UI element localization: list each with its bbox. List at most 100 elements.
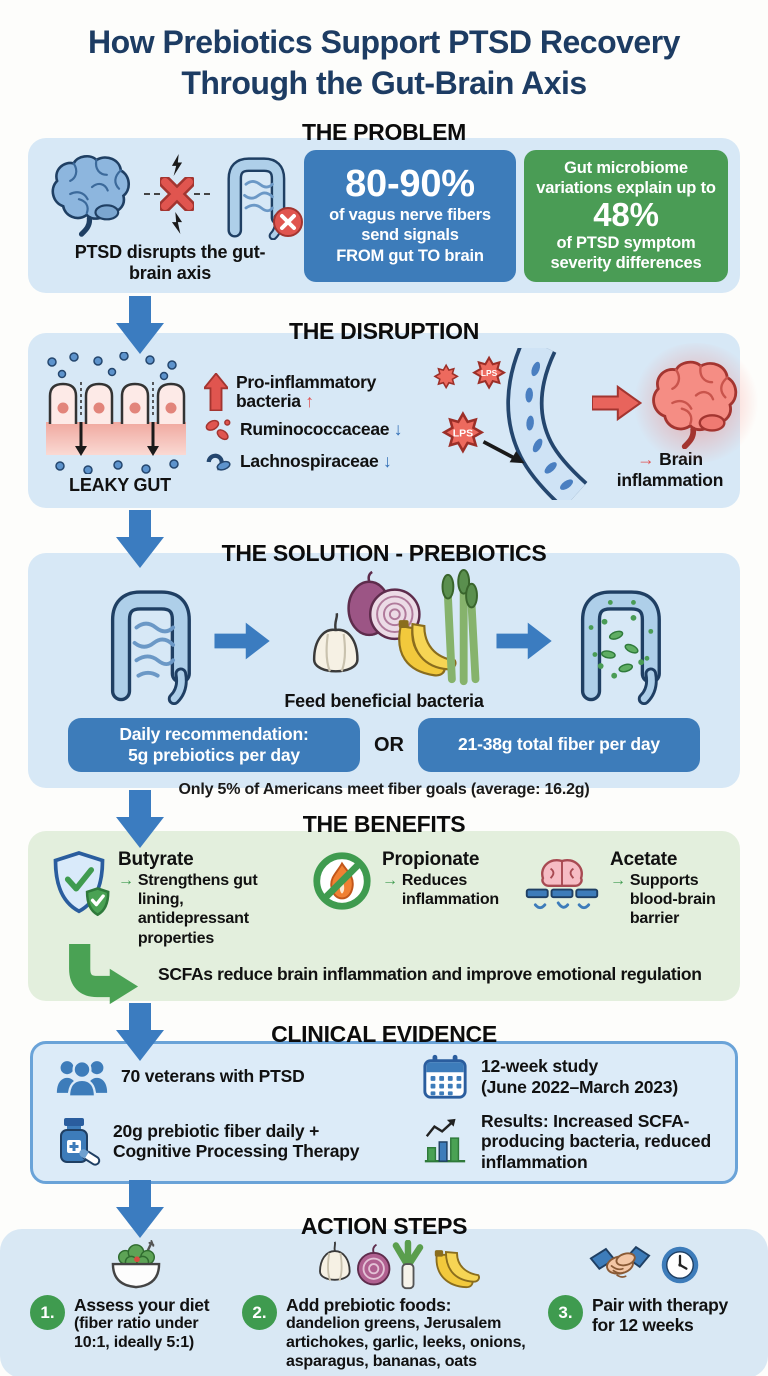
step-detail: dandelion greens, Jerusalem artichokes, … bbox=[286, 1315, 526, 1370]
evidence-item: 70 veterans with PTSD bbox=[55, 1053, 421, 1101]
recommendation-2: 21-38g total fiber per day bbox=[458, 734, 660, 755]
action-step: 1. Assess your diet (fiber ratio under 1… bbox=[30, 1239, 242, 1376]
benefit-item: Butyrate → Strengthens gut lining, antid… bbox=[48, 849, 310, 948]
page-title-line1: How Prebiotics Support PTSD Recovery bbox=[88, 24, 680, 60]
brain-barrier-icon bbox=[522, 849, 602, 913]
bacteria-change-list: Pro-inflammatory bacteria ↑ Ruminococcac… bbox=[204, 367, 416, 481]
action-step: 3. Pair with therapy for 12 weeks bbox=[548, 1239, 742, 1376]
list-item: Pro-inflammatory bacteria ↑ bbox=[204, 371, 416, 411]
evidence-card: 70 veterans with PTSD 12-week study(June… bbox=[30, 1041, 738, 1184]
fiber-recommendation-pill: 21-38g total fiber per day bbox=[418, 718, 700, 772]
shield-check-icon bbox=[48, 849, 110, 919]
problem-card: PTSD disrupts the gut-brain axis 80-90% … bbox=[28, 138, 740, 293]
action-heading: ACTION STEPS bbox=[300, 1213, 468, 1239]
down-arrow-glyph: ↓ bbox=[383, 451, 392, 472]
solution-card: Feed beneficial bacteria bbox=[28, 553, 740, 798]
benefits-summary: SCFAs reduce brain inflammation and impr… bbox=[158, 964, 702, 985]
microbiome-stat-intro: Gut microbiome variations explain up to bbox=[536, 158, 716, 198]
evidence-text: veterans with PTSD bbox=[140, 1066, 305, 1087]
evidence-bold: 70 bbox=[121, 1066, 141, 1087]
evidence-heading: CLINICAL EVIDENCE bbox=[271, 1021, 497, 1047]
step-number-badge: 2. bbox=[242, 1295, 277, 1330]
evidence-bold: 20g bbox=[113, 1120, 143, 1141]
step-title: Assess your diet bbox=[74, 1295, 210, 1315]
right-arrow-icon bbox=[214, 618, 272, 664]
benefit-item: Propionate → Reduces inflammation bbox=[310, 849, 522, 948]
evidence-bold: Results: bbox=[481, 1110, 549, 1131]
problem-heading: THE PROBLEM bbox=[301, 119, 467, 145]
no-inflammation-icon bbox=[310, 849, 374, 913]
benefits-heading: THE BENEFITS bbox=[302, 811, 466, 837]
problem-caption: PTSD disrupts the gut-brain axis bbox=[74, 242, 266, 283]
up-arrow-glyph: ↑ bbox=[305, 390, 314, 411]
vagus-stat-text: of vagus nerve fibers bbox=[329, 206, 491, 225]
disruption-heading: THE DISRUPTION bbox=[288, 318, 480, 344]
step-number-badge: 3. bbox=[548, 1295, 583, 1330]
step-title: Pair with therapy for 12 weeks bbox=[592, 1295, 728, 1336]
microbiome-stat-value: 48% bbox=[593, 196, 659, 234]
benefit-description: Strengthens gut lining, antidepressant p… bbox=[137, 872, 258, 947]
page-title: How Prebiotics Support PTSD Recovery Thr… bbox=[0, 0, 768, 104]
down-arrow-icon bbox=[116, 1003, 164, 1061]
evidence-text: Increased SCFA-producing bacteria, reduc… bbox=[481, 1110, 711, 1172]
evidence-text: (June 2022–March 2023) bbox=[481, 1076, 678, 1097]
daily-recommendation-pill: Daily recommendation: 5g prebiotics per … bbox=[68, 718, 360, 772]
dashed-line bbox=[194, 193, 210, 196]
benefit-name: Acetate bbox=[610, 849, 678, 870]
gut-icon bbox=[214, 148, 303, 241]
vagus-stat-value: 80-90% bbox=[345, 163, 475, 206]
recommendation-line2: 5g prebiotics per day bbox=[128, 745, 300, 765]
bacteria-change-label: Ruminococcaceae bbox=[240, 419, 390, 440]
action-steps-band: 1. Assess your diet (fiber ratio under 1… bbox=[0, 1229, 768, 1376]
benefit-name: Propionate bbox=[382, 849, 480, 870]
vagus-stat-card: 80-90% of vagus nerve fibers send signal… bbox=[304, 149, 516, 282]
lps-label: LPS bbox=[481, 367, 498, 377]
evidence-bold: 12-week study bbox=[481, 1055, 599, 1076]
gut-icon bbox=[96, 577, 202, 705]
benefit-item: Acetate → Supports blood-brain barrier bbox=[522, 849, 724, 948]
down-arrow-icon bbox=[116, 510, 164, 568]
healthy-gut-icon bbox=[566, 577, 672, 705]
bacteria-blue-icon bbox=[204, 449, 232, 475]
benefit-description: Reduces inflammation bbox=[401, 872, 499, 909]
recommendation-line1: Daily recommendation: bbox=[119, 723, 309, 744]
lps-label: LPS bbox=[453, 427, 473, 439]
error-badge-icon bbox=[272, 206, 304, 238]
benefits-card: Butyrate → Strengthens gut lining, antid… bbox=[28, 831, 740, 1004]
microbiome-stat-outro: of PTSD symptom severity differences bbox=[550, 233, 702, 272]
green-arrow-glyph: → bbox=[610, 872, 626, 889]
bacteria-change-label: Pro-inflammatory bacteria bbox=[236, 371, 377, 411]
green-bent-arrow-icon bbox=[62, 943, 146, 1006]
step-detail: (fiber ratio under 10:1, ideally 5:1) bbox=[74, 1315, 199, 1351]
evidence-item: 20g prebiotic fiber daily + Cognitive Pr… bbox=[55, 1111, 421, 1173]
disruption-card: LEAKY GUT Pro-inflammatory bacteria ↑ bbox=[28, 333, 762, 508]
bacteria-change-label: Lachnospiraceae bbox=[240, 451, 379, 472]
brain-icon bbox=[44, 151, 140, 238]
benefit-description: Supports blood-brain barrier bbox=[629, 872, 716, 928]
red-up-arrow-icon bbox=[204, 372, 228, 411]
bacteria-red-icon bbox=[204, 417, 232, 443]
leaky-gut-icon bbox=[40, 351, 200, 474]
prebiotic-foods-icon bbox=[284, 569, 483, 691]
page-title-line2: Through the Gut-Brain Axis bbox=[181, 65, 587, 101]
or-label: OR bbox=[374, 733, 404, 756]
list-item: Ruminococcaceae ↓ bbox=[204, 417, 416, 443]
list-item: Lachnospiraceae ↓ bbox=[204, 449, 416, 475]
broken-link-icon bbox=[144, 154, 210, 235]
people-group-icon bbox=[55, 1055, 109, 1099]
down-arrow-glyph: ↓ bbox=[393, 419, 403, 440]
right-arrow-icon bbox=[496, 618, 554, 664]
red-arrow-glyph: → bbox=[637, 449, 655, 470]
foods-caption: Feed beneficial bacteria bbox=[284, 691, 484, 711]
red-x-icon bbox=[160, 177, 194, 212]
red-right-arrow-icon bbox=[592, 382, 642, 424]
microbiome-stat-card: Gut microbiome variations explain up to … bbox=[524, 149, 728, 282]
green-arrow-glyph: → bbox=[382, 872, 398, 889]
step-title: Add prebiotic foods: bbox=[286, 1295, 452, 1315]
down-arrow-icon bbox=[116, 296, 164, 354]
vagus-stat-text: send signals bbox=[361, 226, 459, 245]
lps-molecule-icon: LPS LPS bbox=[433, 355, 507, 454]
step-number-badge: 1. bbox=[30, 1295, 65, 1330]
vagus-stat-text: FROM gut TO brain bbox=[336, 246, 484, 265]
